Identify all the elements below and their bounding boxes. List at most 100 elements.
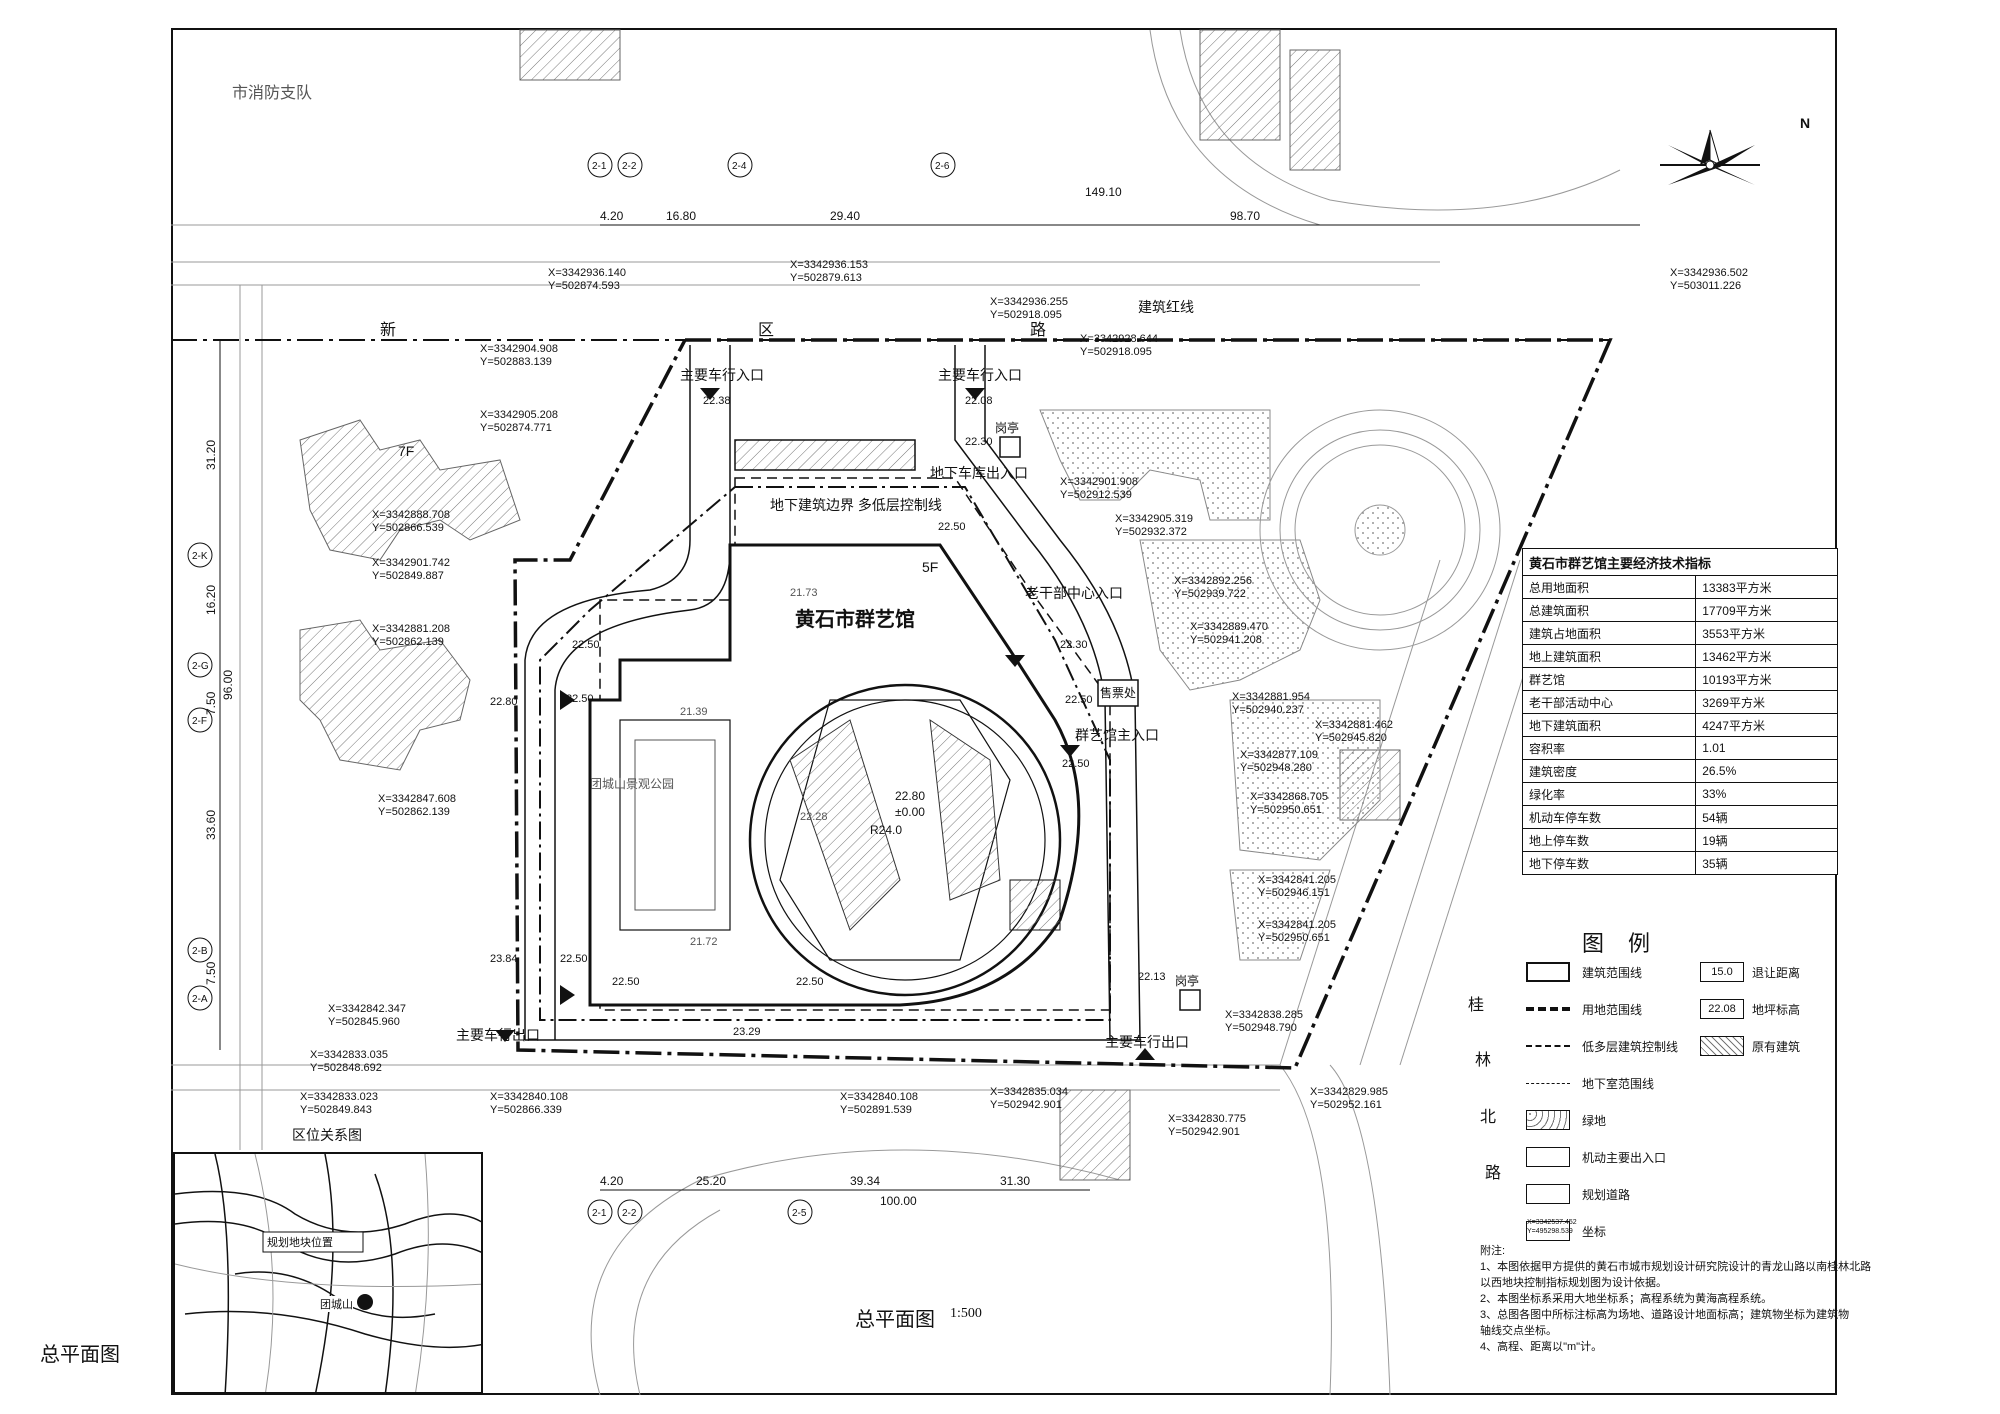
underground-label: 地下建筑边界 多低层控制线 (770, 497, 942, 513)
coordinate-label: Y=502950.651 (1258, 932, 1330, 944)
indicator-value: 33% (1695, 782, 1838, 806)
dimension-label: 16.80 (666, 209, 696, 223)
axis-label: 2-6 (935, 161, 950, 172)
legend-symbol (1526, 1045, 1570, 1047)
entry-label: 主要车行入口 (938, 367, 1022, 383)
coordinate-label: X=3342892.256 (1174, 575, 1252, 587)
level-label: 22.50 (572, 639, 600, 651)
level-label: 23.29 (733, 1026, 761, 1038)
radius-label: R24.0 (870, 823, 902, 837)
coordinate-label: X=3342928.644 (1080, 333, 1158, 345)
legend-symbol (1526, 1221, 1570, 1241)
coordinate-label: X=3342888.708 (372, 509, 450, 521)
note-line: 3、总图各图中所标注标高为场地、道路设计地面标高；建筑物坐标为建筑物 (1480, 1309, 1850, 1321)
level-label: 22.28 (800, 811, 828, 823)
axis-label: 2-A (192, 994, 208, 1005)
indicator-value: 35辆 (1695, 851, 1838, 875)
level-label: 22.13 (1138, 971, 1166, 983)
entry-label: 主要车行入口 (680, 367, 764, 383)
legend-item: 建筑范围线 (1582, 966, 1643, 980)
level-label: 22.30 (1060, 639, 1088, 651)
dimension-label: 31.20 (204, 440, 218, 470)
drawing-scale: 1:500 (950, 1306, 982, 1321)
coordinate-label: Y=502891.539 (840, 1104, 912, 1116)
notes: 附注: 1、本图依据甲方提供的黄石市城市规划设计研究院设计的青龙山路以南桂林北路… (1480, 1243, 1871, 1355)
legend-item: 地坪标高 (1752, 1003, 1801, 1017)
dimension-label: 39.34 (850, 1174, 880, 1188)
coordinate-label: Y=502946.151 (1258, 887, 1330, 899)
road-name-char: 路 (1485, 1164, 1501, 1182)
coordinate-label: X=3342901.908 (1060, 476, 1138, 488)
coordinate-label: Y=502952.161 (1310, 1099, 1382, 1111)
legend-title: 图例 (1582, 931, 1675, 956)
axis-label: 2-1 (592, 1208, 607, 1219)
legend-item: 机动主要出入口 (1582, 1151, 1667, 1165)
level-label: 22.38 (703, 395, 731, 407)
coordinate-label: X=3342936.140 (548, 267, 626, 279)
indicator-name: 总建筑面积 (1521, 598, 1697, 622)
coordinate-label: Y=502874.593 (548, 280, 620, 292)
dimension-label: 31.30 (1000, 1174, 1030, 1188)
indicator-name: 地上停车数 (1521, 828, 1697, 852)
coordinate-label: X=3342901.742 (372, 557, 450, 569)
coordinate-label: X=3342830.775 (1168, 1113, 1246, 1125)
coordinate-label: Y=502918.095 (990, 309, 1062, 321)
coordinate-label: Y=502932.372 (1115, 526, 1187, 538)
coordinate-label: Y=502942.901 (990, 1099, 1062, 1111)
notes-head: 附注: (1480, 1245, 1506, 1257)
garage-ramp (734, 439, 916, 471)
ticket-office (1097, 679, 1139, 707)
floors-main: 5F (922, 559, 938, 575)
coordinate-label: X=3342905.208 (480, 409, 558, 421)
legend-symbol: 15.0 (1700, 962, 1744, 982)
indicator-name: 地下建筑面积 (1521, 713, 1697, 737)
legend-symbol (1700, 1036, 1744, 1056)
coordinate-label: X=3342904.908 (480, 343, 558, 355)
keyplan-place: 团城山 (320, 1296, 353, 1312)
dimension-label: 25.20 (696, 1174, 726, 1188)
level-label: 22.30 (965, 436, 993, 448)
coordinate-label: Y=502942.901 (1168, 1126, 1240, 1138)
coordinate-label: X=3342881.954 (1232, 691, 1310, 703)
level-label: 22.50 (560, 953, 588, 965)
indicator-value: 19辆 (1695, 828, 1838, 852)
axis-label: 2-G (192, 661, 209, 672)
coordinate-label: Y=502862.139 (378, 806, 450, 818)
level-label: 22.50 (566, 693, 594, 705)
indicator-name: 地下停车数 (1521, 851, 1697, 875)
center-level: 22.80 (895, 789, 925, 803)
indicator-value: 17709平方米 (1695, 598, 1838, 622)
guard-booth (999, 436, 1021, 458)
dimension-label: 7.50 (204, 961, 218, 985)
dimension-label: 29.40 (830, 209, 860, 223)
legend-item: 规划道路 (1582, 1188, 1631, 1202)
coordinate-label: Y=502939.722 (1174, 588, 1246, 600)
dimension-lines (219, 224, 1640, 1191)
coordinate-label: Y=502945.820 (1315, 732, 1387, 744)
north-label: N (1800, 115, 1810, 131)
dimension-label: 96.00 (221, 670, 235, 700)
level-label: 22.50 (1062, 758, 1090, 770)
coordinate-label: Y=502912.539 (1060, 489, 1132, 501)
indicator-name: 建筑占地面积 (1521, 621, 1697, 645)
keyplan: 规划地块位置 团城山 (173, 1152, 483, 1394)
indicator-name: 机动车停车数 (1521, 805, 1697, 829)
level-label: 22.08 (965, 395, 993, 407)
road-name-char: 路 (1030, 321, 1046, 339)
level-label: 22.50 (796, 976, 824, 988)
coordinate-label: Y=502948.790 (1225, 1022, 1297, 1034)
road-name-char: 桂 (1468, 996, 1484, 1014)
legend-item: 原有建筑 (1752, 1040, 1801, 1054)
indicator-name: 绿化率 (1521, 782, 1697, 806)
indicator-name: 容积率 (1521, 736, 1697, 760)
drawing-title: 总平面图 (855, 1309, 935, 1331)
level-label: 21.72 (690, 936, 718, 948)
road-name-char: 新 (380, 321, 396, 339)
road-name-char: 北 (1480, 1108, 1496, 1126)
axis-bubbles (187, 152, 956, 1225)
